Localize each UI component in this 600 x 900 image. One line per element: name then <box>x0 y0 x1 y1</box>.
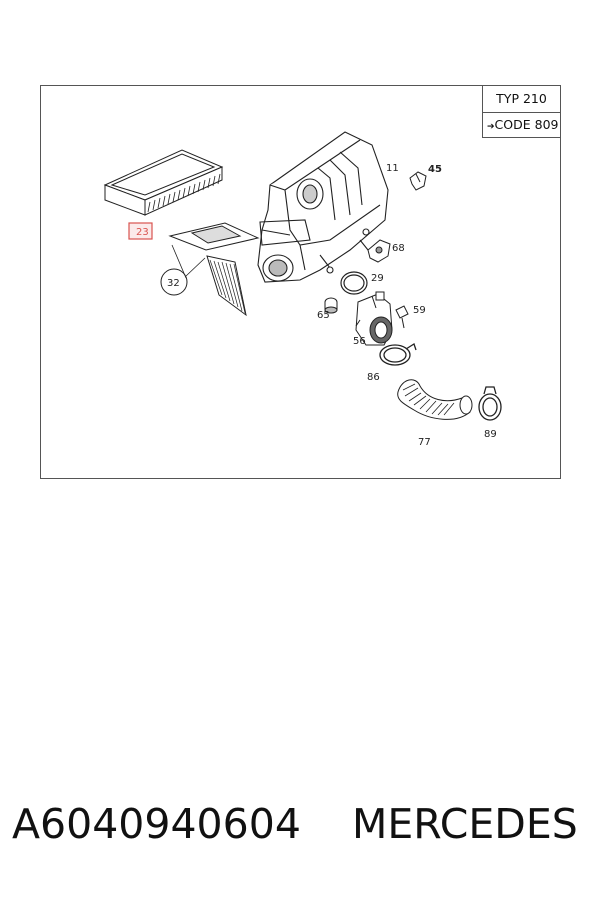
product-caption: A6040940604 MERCEDES <box>12 800 592 860</box>
code-label: CODE 809 <box>494 117 559 132</box>
clip[interactable] <box>409 171 427 191</box>
arrow-right-icon: ➔ <box>487 122 495 132</box>
air-filter-element[interactable] <box>103 149 224 216</box>
callout-23[interactable]: 23 <box>136 227 149 238</box>
callout-86[interactable]: 86 <box>367 372 380 383</box>
callout-11[interactable]: 11 <box>386 163 399 174</box>
callout-65[interactable]: 65 <box>317 310 330 321</box>
bracket[interactable] <box>367 239 391 263</box>
plug[interactable] <box>324 297 338 314</box>
hose-clamp-small[interactable] <box>478 386 502 421</box>
part-number: A6040940604 <box>12 800 301 848</box>
callout-32-circle <box>160 268 188 296</box>
callout-89[interactable]: 89 <box>484 429 497 440</box>
callout-56[interactable]: 56 <box>353 336 366 347</box>
callout-32[interactable]: 32 <box>167 278 180 289</box>
callout-77[interactable]: 77 <box>418 437 431 448</box>
diagram-frame <box>40 85 561 479</box>
air-filter-housing[interactable] <box>257 131 389 283</box>
code-row: ➔CODE 809 <box>483 112 560 138</box>
air-mass-sensor[interactable] <box>355 291 393 346</box>
callout-59[interactable]: 59 <box>413 305 426 316</box>
callout-23-highlight <box>128 222 153 240</box>
hose-clamp-large[interactable] <box>379 343 417 366</box>
screw[interactable] <box>395 305 409 329</box>
brand-name: MERCEDES <box>352 800 578 848</box>
type-code-box: TYP 210 ➔CODE 809 <box>482 86 560 138</box>
callout-68[interactable]: 68 <box>392 243 405 254</box>
type-label: TYP 210 <box>483 86 560 113</box>
callout-29[interactable]: 29 <box>371 273 384 284</box>
intake-hose[interactable] <box>397 379 473 420</box>
intake-grille[interactable] <box>168 222 260 317</box>
seal-ring[interactable] <box>340 271 368 295</box>
callout-45[interactable]: 45 <box>428 164 442 175</box>
